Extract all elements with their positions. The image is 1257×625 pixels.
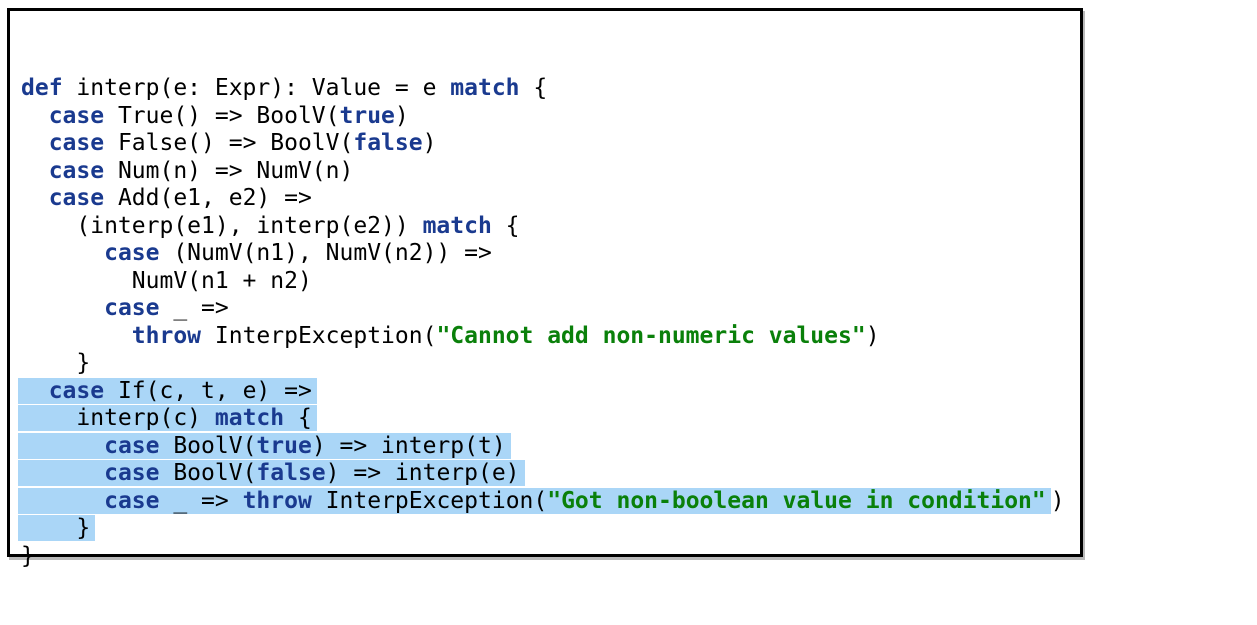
code-line: case Num(n) => NumV(n) xyxy=(21,158,1065,186)
keyword-token: case xyxy=(104,240,160,266)
plain-token: If(c, t, e) => xyxy=(104,377,312,404)
keyword-token: case xyxy=(48,185,105,211)
selection-highlight: } xyxy=(18,515,96,541)
keyword-token: match xyxy=(450,75,520,101)
plain-token: } xyxy=(21,515,91,541)
plain-token xyxy=(21,158,49,184)
keyword-token: true xyxy=(339,102,395,129)
selection-highlight: case BoolV(false) => interp(e) xyxy=(18,460,525,486)
code-line: (interp(e1), interp(e2)) match { xyxy=(21,213,1065,241)
plain-token xyxy=(21,323,132,349)
plain-token: InterpException( xyxy=(311,487,548,514)
plain-token: False() => BoolV( xyxy=(104,130,354,156)
plain-token: ) xyxy=(422,130,437,156)
keyword-token: case xyxy=(48,130,105,156)
keyword-token: match xyxy=(214,405,285,431)
code-snippet-frame: def interp(e: Expr): Value = e match { c… xyxy=(7,8,1083,569)
plain-token: ) => interp(t) xyxy=(311,432,506,459)
plain-token: ) xyxy=(394,102,409,129)
keyword-token: case xyxy=(104,460,160,486)
code-line: case (NumV(n1), NumV(n2)) => xyxy=(21,240,1065,268)
plain-token: (NumV(n1), NumV(n2)) => xyxy=(159,240,492,266)
code-line: NumV(n1 + n2) xyxy=(21,268,1065,296)
plain-token: Add(e1, e2) => xyxy=(104,185,312,211)
selection-highlight: case _ => throw InterpException("Got non… xyxy=(18,487,1051,514)
plain-token: NumV(n1 + n2) xyxy=(21,267,312,294)
plain-token xyxy=(21,130,49,156)
keyword-token: case xyxy=(104,295,160,321)
keyword-token: true xyxy=(256,432,312,459)
keyword-token: false xyxy=(353,130,423,156)
code-line: throw InterpException("Cannot add non-nu… xyxy=(21,323,1065,351)
plain-token: InterpException( xyxy=(201,322,437,349)
code-line: } xyxy=(18,515,1065,543)
code-line: case _ => xyxy=(21,295,1065,323)
plain-token: _ => xyxy=(159,487,243,514)
plain-token: { xyxy=(519,75,548,101)
string-token: "Cannot add non-numeric values" xyxy=(436,322,866,349)
plain-token xyxy=(21,103,49,129)
keyword-token: def xyxy=(21,75,63,101)
selection-highlight: case If(c, t, e) => xyxy=(18,377,317,404)
keyword-token: match xyxy=(422,212,492,239)
keyword-token: case xyxy=(104,487,160,514)
plain-token xyxy=(21,460,104,486)
plain-token xyxy=(21,185,49,211)
plain-token: interp(c) xyxy=(21,405,215,431)
code-line: case BoolV(false) => interp(e) xyxy=(18,460,1065,488)
code-line: case False() => BoolV(false) xyxy=(21,130,1065,158)
code-line: } xyxy=(21,350,1065,378)
plain-token: ) xyxy=(865,322,880,349)
plain-token: True() => BoolV( xyxy=(104,102,340,129)
code-lines: def interp(e: Expr): Value = e match { c… xyxy=(18,75,1065,571)
code-editor-area[interactable]: def interp(e: Expr): Value = e match { c… xyxy=(18,20,1065,625)
keyword-token: throw xyxy=(242,487,312,514)
keyword-token: false xyxy=(256,460,326,486)
plain-token: { xyxy=(491,212,520,239)
string-token: "Got non-boolean value in condition" xyxy=(547,487,1046,514)
code-line: case Add(e1, e2) => xyxy=(21,185,1065,213)
keyword-token: case xyxy=(48,102,105,129)
plain-token xyxy=(21,378,49,404)
code-line: case True() => BoolV(true) xyxy=(21,103,1065,131)
plain-token: { xyxy=(284,405,312,431)
code-line: interp(c) match { xyxy=(18,405,1065,433)
selection-highlight: interp(c) match { xyxy=(18,405,317,431)
plain-token: BoolV( xyxy=(159,432,257,459)
code-line: def interp(e: Expr): Value = e match { xyxy=(21,75,1065,103)
plain-token: _ => xyxy=(159,295,229,321)
plain-token xyxy=(21,488,104,514)
keyword-token: case xyxy=(104,432,160,459)
keyword-token: case xyxy=(48,377,105,404)
plain-token: BoolV( xyxy=(159,460,257,486)
plain-token: } xyxy=(21,350,91,376)
code-line: case BoolV(true) => interp(t) xyxy=(18,432,1065,461)
plain-token: Num(n) => NumV(n) xyxy=(104,157,354,184)
plain-token: (interp(e1), interp(e2)) xyxy=(21,212,423,239)
code-line: case _ => throw InterpException("Got non… xyxy=(18,487,1065,516)
keyword-token: throw xyxy=(131,322,202,349)
code-line: } xyxy=(21,543,1065,571)
plain-token xyxy=(21,433,104,459)
plain-token xyxy=(21,295,104,321)
plain-token: ) => interp(e) xyxy=(325,460,520,486)
selection-highlight: case BoolV(true) => interp(t) xyxy=(18,432,511,459)
plain-token: interp(e: Expr): Value = e xyxy=(62,75,451,101)
keyword-token: case xyxy=(48,157,105,184)
plain-token xyxy=(21,240,104,266)
plain-token: } xyxy=(21,542,35,569)
code-line: case If(c, t, e) => xyxy=(18,377,1065,406)
plain-token: ) xyxy=(1050,487,1065,514)
